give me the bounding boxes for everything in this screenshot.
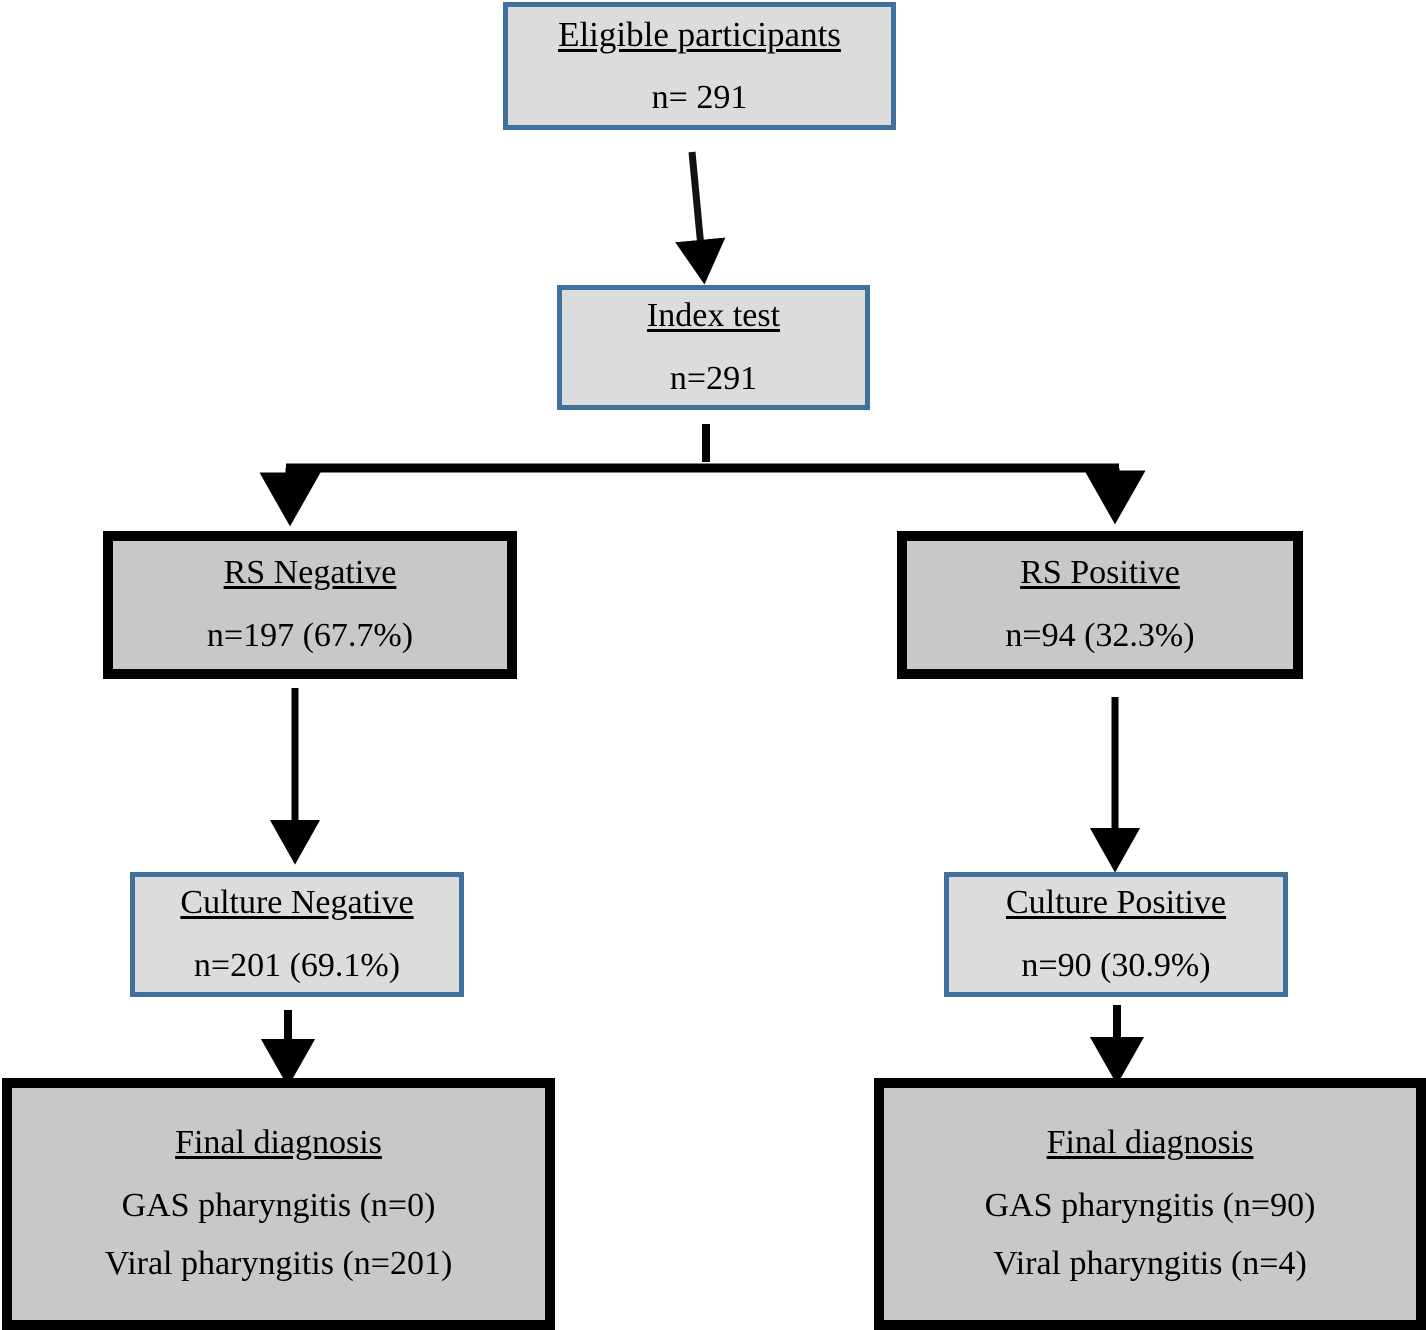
node-detail-viral: Viral pharyngitis (n=4) xyxy=(993,1245,1307,1283)
node-count: n=90 (30.9%) xyxy=(1021,946,1211,984)
node-eligible-participants: Eligible participants n= 291 xyxy=(503,2,896,130)
node-count: n=197 (67.7%) xyxy=(206,617,414,654)
node-title: Culture Negative xyxy=(180,883,414,921)
node-detail-gas: GAS pharyngitis (n=90) xyxy=(984,1186,1316,1224)
node-count: n= 291 xyxy=(651,78,748,116)
node-detail-gas: GAS pharyngitis (n=0) xyxy=(121,1186,436,1224)
node-final-diagnosis-right: Final diagnosis GAS pharyngitis (n=90) V… xyxy=(874,1078,1426,1330)
node-rs-positive: RS Positive n=94 (32.3%) xyxy=(897,531,1303,679)
node-title: Final diagnosis xyxy=(1046,1123,1254,1161)
node-title: Culture Positive xyxy=(1005,883,1227,921)
node-count: n=201 (69.1%) xyxy=(193,946,401,984)
node-count: n=94 (32.3%) xyxy=(1005,617,1195,654)
node-title: RS Positive xyxy=(1020,554,1180,592)
node-title: Index test xyxy=(646,296,781,334)
node-detail-viral: Viral pharyngitis (n=201) xyxy=(104,1245,453,1283)
node-culture-positive: Culture Positive n=90 (30.9%) xyxy=(944,872,1288,997)
node-count: n=291 xyxy=(669,359,758,397)
edge-eligible-to-index xyxy=(675,151,726,285)
node-final-diagnosis-left: Final diagnosis GAS pharyngitis (n=0) Vi… xyxy=(2,1078,555,1330)
node-title: Eligible participants xyxy=(558,14,841,54)
node-rs-negative: RS Negative n=197 (67.7%) xyxy=(103,531,517,679)
node-title: Final diagnosis xyxy=(175,1123,382,1161)
node-title: RS Negative xyxy=(223,554,397,592)
node-culture-negative: Culture Negative n=201 (69.1%) xyxy=(130,872,464,997)
node-index-test: Index test n=291 xyxy=(557,285,870,410)
edge-index-split xyxy=(259,424,1146,527)
